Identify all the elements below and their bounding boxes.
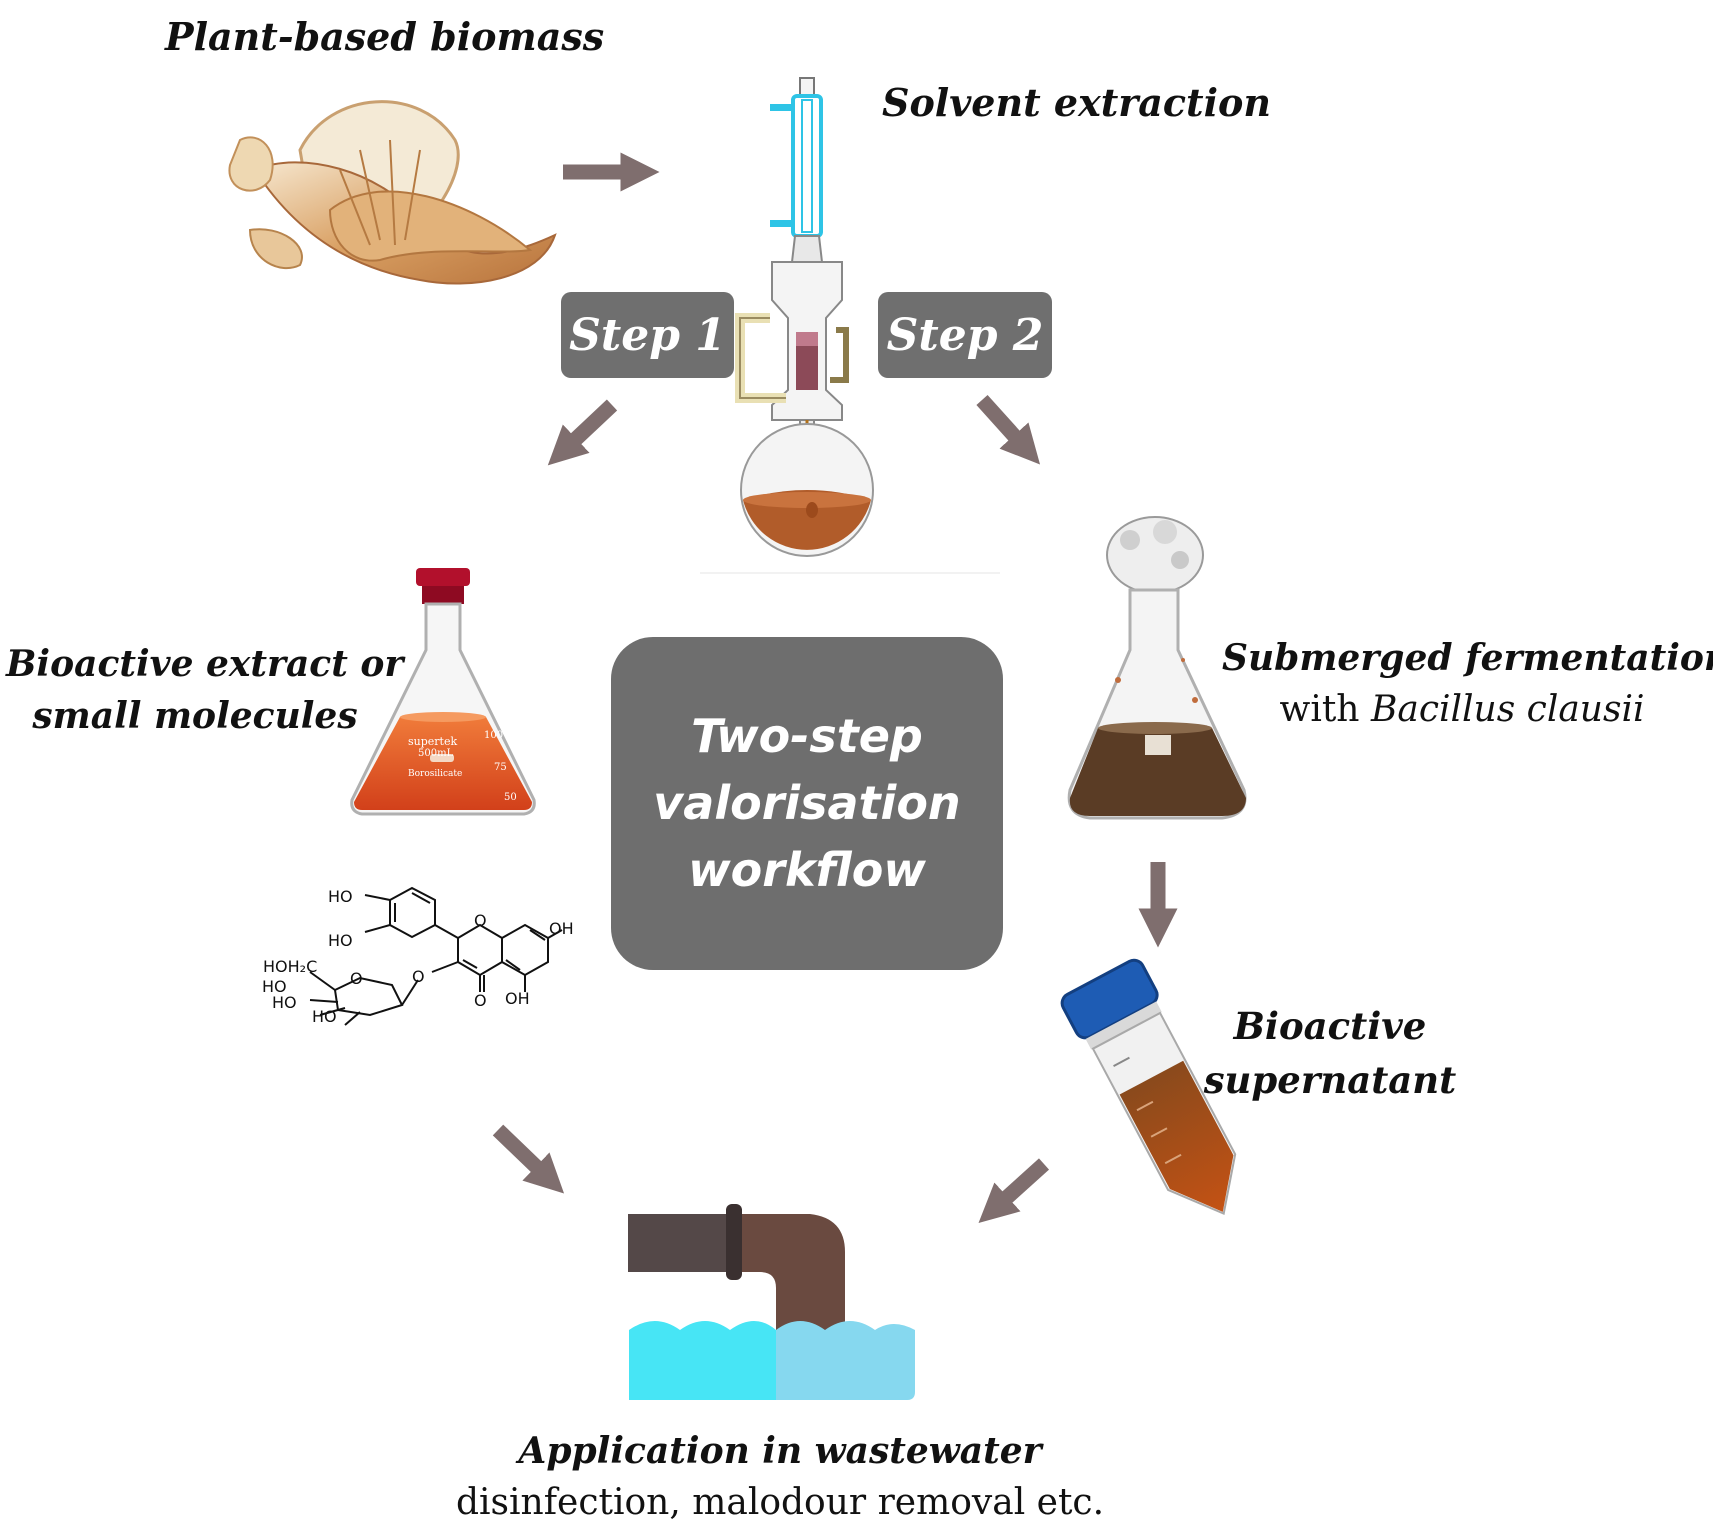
label-fermentation-line2: with Bacillus clausii: [1222, 684, 1702, 736]
arrow-extract-to-application: [492, 1124, 565, 1194]
flow-arrows: [492, 152, 1178, 1224]
flask-brand: supertek: [408, 735, 458, 748]
step2-label: Step 2: [886, 309, 1044, 361]
mol-ho-s2: HO: [272, 993, 297, 1012]
arrow-step2: [976, 394, 1041, 465]
wastewater-pipe-icon: [628, 1204, 915, 1400]
flask-glass: Borosilicate: [408, 769, 463, 779]
fermentation-flask: [1067, 516, 1247, 820]
label-fermentation: Submerged fermentation with Bacillus cla…: [1222, 632, 1713, 736]
label-solvent-extraction: Solvent extraction: [882, 80, 1272, 125]
mol-o-link: O: [412, 967, 425, 986]
mol-ho-mid: HO: [328, 931, 353, 950]
soxhlet-apparatus: [700, 77, 1000, 574]
label-extract-line1: Bioactive extract or: [6, 643, 404, 685]
label-bioactive-supernatant: Bioactive supernatant: [1200, 1000, 1460, 1107]
step1-label: Step 1: [569, 309, 726, 361]
label-fermentation-organism: Bacillus clausii: [1370, 689, 1645, 731]
label-application-line1: Application in wastewater: [518, 1430, 1042, 1472]
quercetin-glucoside-structure: [309, 886, 563, 1026]
label-biomass: Plant-based biomass: [165, 14, 605, 59]
mol-o-ring: O: [350, 969, 363, 988]
label-fermentation-with: with: [1279, 689, 1371, 731]
mol-hoh2c: HOH₂C: [263, 957, 318, 976]
mol-o-chromone: O: [474, 911, 487, 930]
flask-mark-50: 50: [504, 792, 517, 803]
center-workflow-box: Two-step valorisation workflow: [611, 637, 1003, 970]
flask-volume: 500mL: [418, 748, 454, 759]
step2-badge: Step 2: [878, 292, 1052, 378]
flask-mark-100: 100: [484, 730, 504, 741]
arrow-supernatant-to-application: [978, 1158, 1050, 1224]
flask-mark-75: 75: [494, 762, 507, 773]
label-extract-line2: small molecules: [32, 695, 358, 738]
mol-ho-s3: HO: [312, 1007, 337, 1026]
mol-ho-top: HO: [328, 887, 353, 906]
label-supernatant-line2: supernatant: [1203, 1057, 1457, 1102]
centrifuge-tube: [1060, 958, 1237, 1216]
arrow-step1: [547, 399, 618, 466]
label-supernatant-line1: Bioactive: [1233, 1004, 1427, 1048]
label-application: Application in wastewater disinfection, …: [420, 1425, 1140, 1529]
center-line2: valorisation: [653, 776, 961, 831]
mol-ho-s1: HO: [262, 977, 287, 996]
mol-o-keto: O: [474, 991, 487, 1010]
mol-oh-right: OH: [549, 919, 574, 938]
mol-oh-bottom: OH: [505, 989, 530, 1008]
center-line3: workflow: [688, 842, 926, 897]
onion-peel-image: [228, 100, 557, 285]
label-fermentation-line1: Submerged fermentation: [1222, 637, 1713, 679]
label-application-line2: disinfection, malodour removal etc.: [455, 1482, 1105, 1524]
label-bioactive-extract: Bioactive extract or small molecules: [6, 638, 404, 742]
extract-flask: [350, 568, 536, 816]
step1-badge: Step 1: [561, 292, 734, 378]
center-line1: Two-step: [691, 709, 923, 764]
